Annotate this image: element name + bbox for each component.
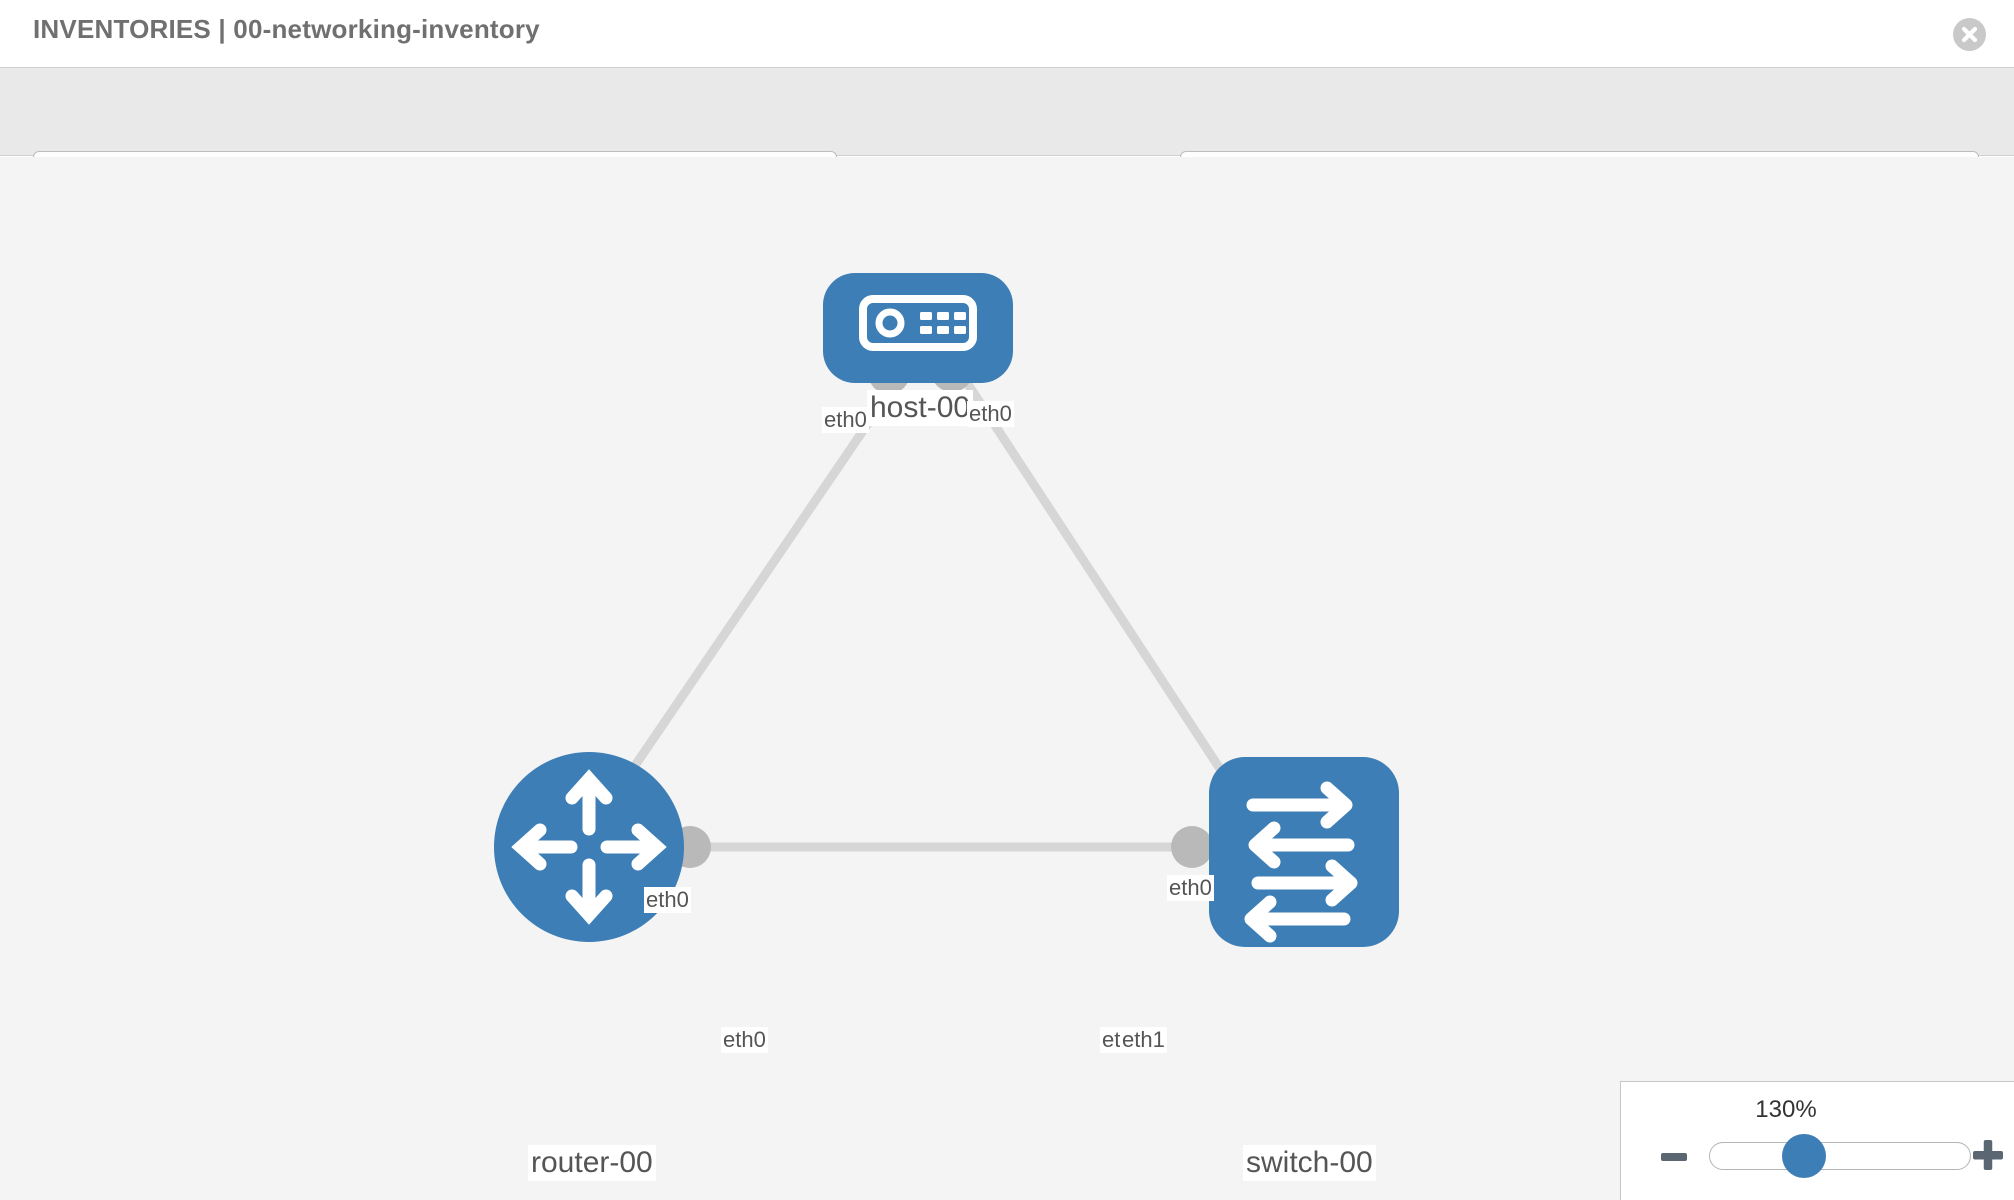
toolbar: ACTIONS: [0, 68, 2014, 207]
node-switch-00: [1209, 757, 1399, 947]
edge-label-router-up: eth0: [644, 887, 691, 913]
edge-router-host: [596, 369, 907, 820]
node-host-shape: [823, 273, 1013, 383]
graph-edges: [596, 369, 1249, 852]
node-host-00: [823, 273, 1013, 383]
edge-label-switch-left: eth1: [1120, 1027, 1167, 1053]
node-router-00: [494, 752, 684, 942]
node-label-router-00: router-00: [528, 1145, 656, 1181]
zoom-slider-thumb[interactable]: [1782, 1134, 1826, 1178]
zoom-level-value: 130%: [1755, 1096, 1817, 1123]
zoom-control-panel: 130%: [1620, 1081, 2014, 1200]
edge-host-switch: [956, 369, 1249, 810]
minus-icon[interactable]: [1659, 1142, 1689, 1172]
graph-connectors: [669, 350, 1253, 868]
plus-icon[interactable]: [1971, 1138, 2005, 1172]
edge-label-switch-up: eth0: [1167, 875, 1214, 901]
edge-label-router-right: eth0: [721, 1027, 768, 1053]
page-title: INVENTORIES | 00-networking-inventory: [33, 14, 540, 44]
page-header: INVENTORIES | 00-networking-inventory: [0, 0, 2014, 68]
topology-graph: [494, 273, 1399, 947]
edge-label-host-left: eth0: [822, 407, 869, 433]
edge-label-host-right: eth0: [967, 401, 1014, 427]
node-router-shape: [494, 752, 684, 942]
router-arrows-icon: [511, 769, 667, 925]
connector-switch-left: [1171, 826, 1213, 868]
node-label-host-00: host-00: [867, 390, 974, 426]
server-icon: [859, 295, 977, 351]
topology-canvas[interactable]: eth0 host-00 eth0 eth0 eth0 eth0 eth eth…: [0, 157, 2014, 1200]
zoom-slider-track[interactable]: [1709, 1142, 1971, 1170]
close-icon[interactable]: [1953, 18, 1986, 51]
switch-arrows-icon: [1244, 781, 1358, 943]
node-label-switch-00: switch-00: [1243, 1145, 1376, 1181]
